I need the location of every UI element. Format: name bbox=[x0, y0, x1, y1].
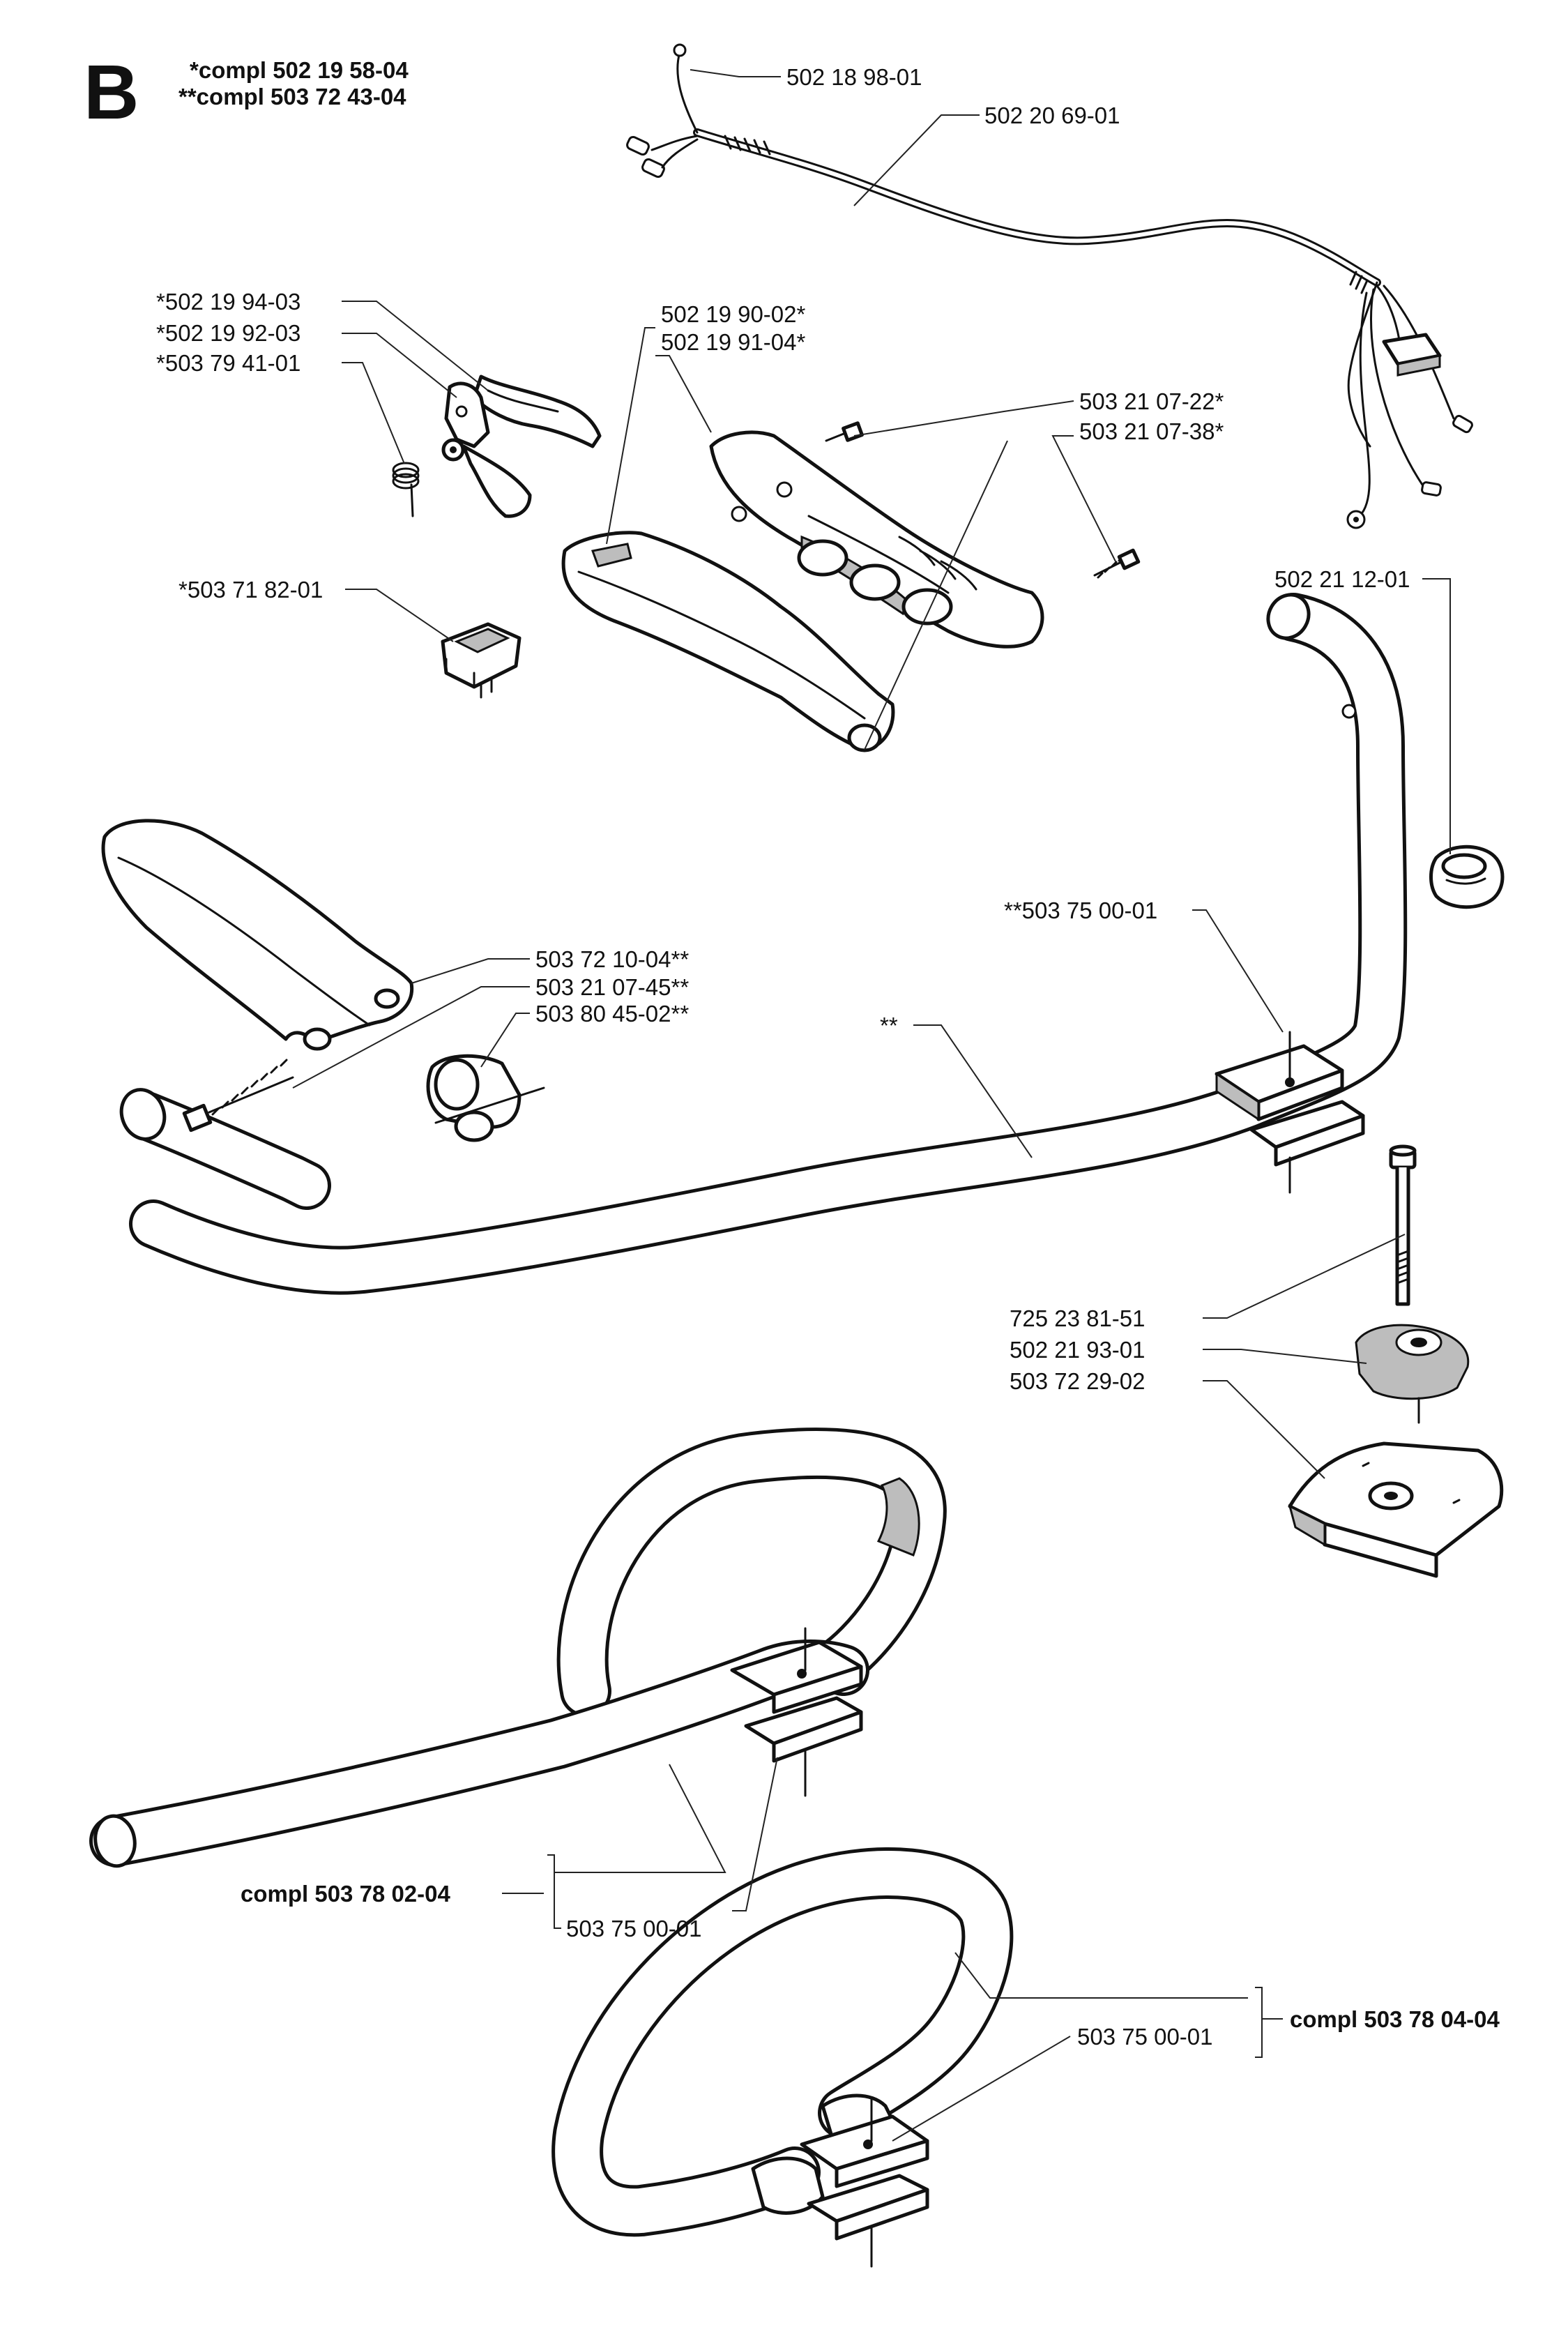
cable-clip-drawing bbox=[1429, 845, 1505, 909]
header-kit-double-star: **compl 503 72 43-04 bbox=[178, 84, 406, 109]
label-503-72-10-04: 503 72 10-04** bbox=[535, 946, 689, 972]
handlebar-left-end bbox=[119, 1088, 331, 1210]
label-503-75-00-01-top: **503 75 00-01 bbox=[1004, 898, 1157, 923]
section-letter: B bbox=[84, 50, 139, 135]
label-502-19-91-04: 502 19 91-04* bbox=[661, 329, 806, 355]
handlebar-clamp-drawing bbox=[1215, 1031, 1365, 1194]
label-503-21-07-38: 503 21 07-38* bbox=[1079, 418, 1224, 444]
bolt-knob-base-drawing bbox=[1288, 1144, 1504, 1578]
label-502-19-94-03: *502 19 94-03 bbox=[156, 289, 300, 315]
label-725-23-81-51: 725 23 81-51 bbox=[1010, 1305, 1145, 1331]
label-503-75-00-01-b: 503 75 00-01 bbox=[1077, 2024, 1213, 2050]
leader-lines bbox=[292, 69, 1451, 2142]
label-503-21-07-45: 503 21 07-45** bbox=[535, 974, 689, 1000]
label-502-20-69-01: 502 20 69-01 bbox=[984, 103, 1120, 128]
header-kit-single-star: *compl 502 19 58-04 bbox=[190, 57, 409, 83]
label-502-19-90-02: 502 19 90-02* bbox=[661, 301, 806, 327]
label-503-75-00-01-a: 503 75 00-01 bbox=[566, 1916, 702, 1941]
loop-handle-b-drawing bbox=[551, 1847, 1014, 2268]
loop-handle-a-drawing bbox=[89, 1427, 947, 1868]
throttle-parts-drawing bbox=[392, 374, 602, 518]
label-502-19-92-03: *502 19 92-03 bbox=[156, 320, 300, 346]
stop-switch-drawing bbox=[441, 622, 522, 699]
handle-drawing bbox=[561, 421, 1141, 752]
label-compl-503-78-04-04: compl 503 78 04-04 bbox=[1290, 2006, 1500, 2032]
label-503-79-41-01: *503 79 41-01 bbox=[156, 350, 300, 376]
label-502-21-12-01: 502 21 12-01 bbox=[1274, 566, 1410, 592]
label-compl-503-78-02-04: compl 503 78 02-04 bbox=[241, 1881, 450, 1907]
label-503-21-07-22: 503 21 07-22* bbox=[1079, 388, 1224, 414]
label-503-71-82-01: *503 71 82-01 bbox=[178, 577, 323, 603]
label-502-21-93-01: 502 21 93-01 bbox=[1010, 1337, 1145, 1363]
label-handlebar: ** bbox=[880, 1013, 898, 1038]
handlebar-drawing bbox=[129, 593, 1408, 1295]
guard-drawing bbox=[101, 819, 545, 1142]
label-503-72-29-02: 503 72 29-02 bbox=[1010, 1368, 1145, 1394]
label-503-80-45-02: 503 80 45-02** bbox=[535, 1001, 689, 1027]
label-502-18-98-01: 502 18 98-01 bbox=[786, 64, 922, 90]
part-labels: 502 18 98-01 502 20 69-01 *502 19 94-03 … bbox=[156, 64, 1500, 2050]
cable-harness-drawing bbox=[626, 43, 1473, 529]
